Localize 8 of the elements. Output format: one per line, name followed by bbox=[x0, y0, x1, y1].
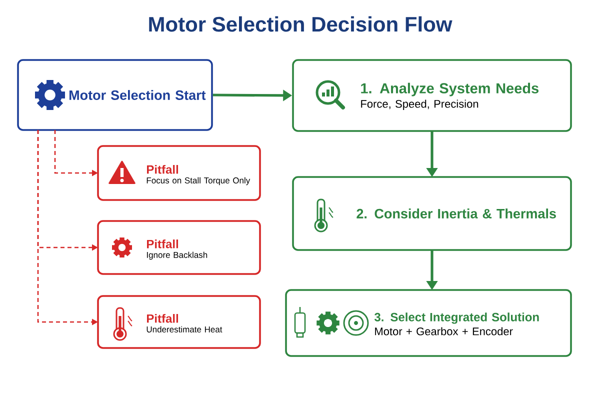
pitfall-box: Pitfall Ignore Backlash bbox=[97, 220, 261, 275]
start-box: Motor Selection Start bbox=[17, 59, 213, 131]
pitfall-box: Pitfall Focus on Stall Torque Only bbox=[97, 145, 261, 201]
title: Motor Selection Decision Flow bbox=[149, 16, 452, 32]
pitfall-box: Pitfall Underestimate Heat bbox=[97, 295, 261, 349]
step-box: 3. Select Integrated Solution Motor + Gearbox + Encoder bbox=[285, 289, 572, 357]
step-box: 1. Analyze System Needs Force, Speed, Precision bbox=[292, 59, 572, 132]
step-box: 2. Consider Inertia & Thermals bbox=[292, 176, 572, 251]
